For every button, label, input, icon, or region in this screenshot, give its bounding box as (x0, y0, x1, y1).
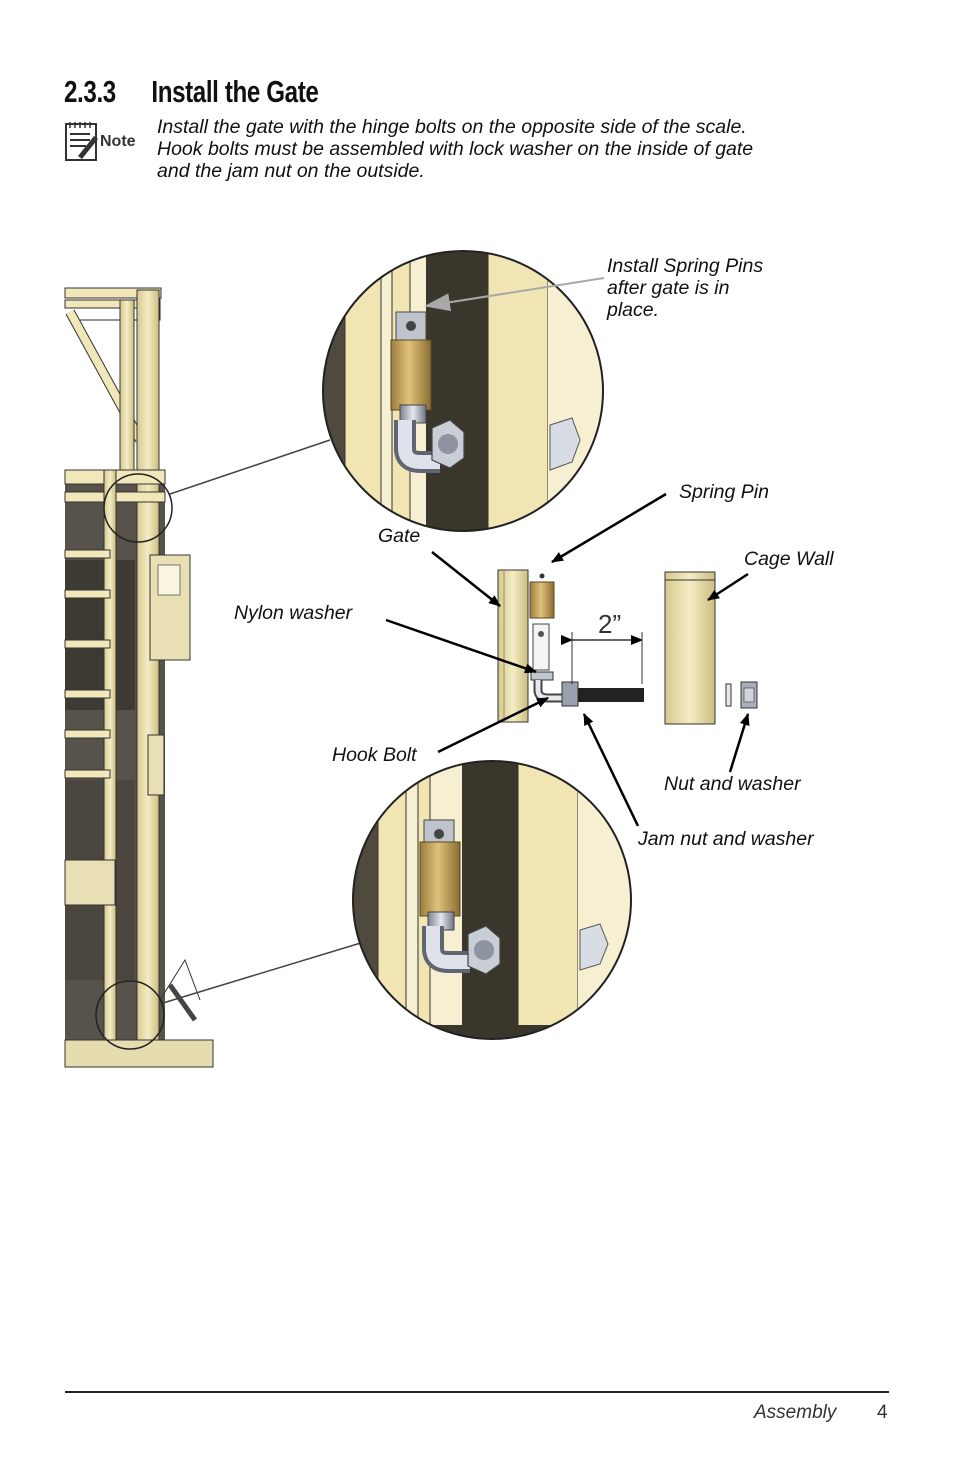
callout-jam-nut-and-washer: Jam nut and washer (637, 828, 815, 850)
footer-page-number: 4 (877, 1402, 888, 1423)
callout-spring-pins-line-3: place. (606, 299, 659, 321)
dimension-label: 2” (598, 609, 621, 639)
spring-pin-arrow (551, 492, 667, 564)
nylon-washer-arrow (385, 618, 537, 674)
upper-detail-leader (169, 439, 331, 495)
gate-arrow (431, 551, 501, 607)
note-text: Install the gate with the hinge bolts on… (157, 116, 897, 182)
callout-nut-and-washer: Nut and washer (664, 773, 802, 795)
footer-section-name: Assembly (754, 1402, 837, 1423)
upper-hinge-detail-marker (103, 473, 173, 543)
footer-rule (65, 1391, 889, 1393)
callout-nylon-washer: Nylon washer (234, 602, 354, 624)
callout-hook-bolt: Hook Bolt (332, 744, 418, 766)
callout-gate: Gate (378, 525, 420, 547)
note-icon-label: Note (100, 133, 136, 150)
section-title: Install the Gate (151, 74, 319, 109)
lower-hinge-detail-marker (95, 980, 165, 1050)
note-line-2: Hook bolts must be assembled with lock w… (157, 138, 754, 160)
gate-install-figure: 2” Install Spring Pins after gate is in … (64, 250, 834, 1068)
lower-hinge-detail (353, 761, 631, 1039)
note-line-1: Install the gate with the hinge bolts on… (157, 116, 747, 138)
section-heading: 2.3.3 Install the Gate (64, 74, 319, 110)
hook-bolt-arrow (437, 696, 549, 754)
callout-cage-wall: Cage Wall (744, 548, 834, 570)
lower-detail-leader (162, 941, 365, 1004)
jam-nut-arrow (582, 713, 640, 827)
callout-spring-pins-line-1: Install Spring Pins (607, 255, 763, 277)
note-icon: Note (65, 122, 136, 161)
spring-pins-arrow (424, 277, 605, 312)
nut-and-washer-arrow (728, 713, 750, 773)
note-line-3: and the jam nut on the outside. (157, 160, 425, 182)
exploded-hardware-view: 2” (497, 569, 758, 725)
scale-frame-drawing (64, 287, 214, 1068)
callout-spring-pin: Spring Pin (679, 481, 769, 503)
cage-wall-arrow (707, 572, 749, 602)
section-number: 2.3.3 (64, 74, 116, 109)
callout-spring-pins-line-2: after gate is in (607, 277, 729, 299)
